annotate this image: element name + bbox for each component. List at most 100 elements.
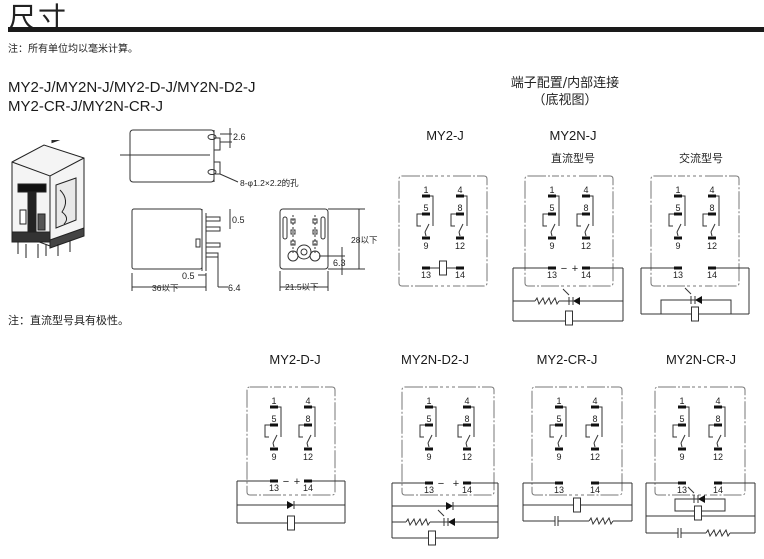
terminal-14-label: 14 [590, 485, 600, 495]
terminal-4-label: 4 [464, 396, 469, 406]
switch-contact-left [557, 434, 563, 444]
wire [550, 231, 553, 237]
switch-contact-right [716, 434, 722, 444]
diode-icon [287, 501, 294, 509]
base-offset-label: 0.5 [182, 271, 195, 281]
terminal-14-pad [456, 266, 464, 270]
terminal-13-pad [270, 479, 278, 483]
terminal-1-label: 1 [423, 185, 428, 195]
plus-sign: + [572, 263, 578, 275]
terminal-14-label: 14 [713, 485, 723, 495]
terminal-5-pad [270, 423, 278, 427]
pin-length-label: 6.4 [228, 283, 241, 293]
terminal-13-label: 13 [269, 483, 279, 493]
terminal-14-pad [714, 481, 722, 485]
terminal-12-label: 12 [303, 452, 313, 462]
terminal-section-title: 端子配置/内部连接 [510, 76, 620, 91]
terminal-1-label: 1 [549, 185, 554, 195]
terminal-14-label: 14 [462, 485, 472, 495]
terminal-4-label: 4 [715, 396, 720, 406]
contact-left-wiring [542, 195, 560, 227]
switch-contact-left [680, 434, 686, 444]
terminal-1-pad [555, 405, 563, 409]
pin-pitch-label: 6.3 [333, 258, 346, 268]
wire [272, 442, 275, 448]
terminal-13-label: 13 [673, 270, 683, 280]
terminal-8-pad [582, 212, 590, 216]
terminal-4-pad [714, 405, 722, 409]
switch-contact-left [427, 434, 433, 444]
terminal-9-pad [674, 236, 682, 240]
terminal-section-subtitle: （底视图） [532, 93, 598, 108]
wire [458, 231, 461, 237]
terminal-12-label: 12 [455, 241, 465, 251]
terminal-9-pad [270, 447, 278, 451]
coil-icon [287, 515, 295, 531]
switch-contact-right [465, 434, 471, 444]
terminal-4-pad [304, 405, 312, 409]
terminal-12-pad [708, 236, 716, 240]
terminal-13-pad [555, 481, 563, 485]
terminal-8-pad [708, 212, 716, 216]
terminal-1-label: 1 [675, 185, 680, 195]
terminal-1-label: 1 [679, 396, 684, 406]
terminal-12-label: 12 [581, 241, 591, 251]
terminal-5-label: 5 [556, 414, 561, 424]
terminal-4-label: 4 [457, 185, 462, 195]
housing-outline [524, 175, 614, 287]
wire [716, 442, 719, 448]
wire [306, 442, 309, 448]
polarity-note: 注：直流型号具有极性。 [8, 314, 129, 327]
terminal-4-pad [456, 194, 464, 198]
housing-outline [401, 386, 495, 496]
model-list: MY2-J/MY2N-J/MY2-D-J/MY2N-D2-J MY2-CR-J/… [8, 78, 256, 116]
diagram-label-my2n-d2-j: MY2N-D2-J [401, 352, 469, 367]
housing-outline [650, 175, 740, 287]
terminal-5-pad [422, 212, 430, 216]
terminal-4-pad [463, 405, 471, 409]
contact-left-wiring [549, 406, 567, 438]
resistor-icon [534, 296, 560, 306]
terminal-14-label: 14 [303, 483, 313, 493]
terminal-13-label: 13 [424, 485, 434, 495]
terminal-4-label: 4 [592, 396, 597, 406]
housing-gap [569, 386, 584, 496]
title-rule [8, 27, 764, 32]
diagram-sublabel-ac: 交流型号 [679, 152, 723, 165]
minus-sign: − [283, 476, 289, 488]
contact-left-wiring [668, 195, 686, 227]
switch-contact-right [306, 434, 312, 444]
terminal-9-pad [425, 447, 433, 451]
housing-gap [692, 386, 707, 496]
terminal-9-label: 9 [675, 241, 680, 251]
contact-left-wiring [264, 406, 282, 438]
housing-outline [654, 386, 746, 496]
terminal-12-label: 12 [713, 452, 723, 462]
terminal-14-label: 14 [581, 270, 591, 280]
terminal-8-pad [456, 212, 464, 216]
terminal-12-pad [714, 447, 722, 451]
led-light-arrow [437, 509, 445, 517]
terminal-12-pad [463, 447, 471, 451]
contact-right-wiring [585, 406, 603, 438]
terminal-14-pad [304, 479, 312, 483]
housing-outline [531, 386, 623, 496]
length-label: 36以下 [152, 283, 179, 293]
model-list-line-2: MY2-CR-J/MY2N-CR-J [8, 98, 163, 115]
terminal-12-pad [591, 447, 599, 451]
terminal-1-pad [270, 405, 278, 409]
contact-left-wiring [672, 406, 690, 438]
terminal-8-label: 8 [715, 414, 720, 424]
terminal-9-pad [678, 447, 686, 451]
terminal-12-pad [304, 447, 312, 451]
coil-icon [694, 505, 702, 521]
led-icon [573, 297, 580, 305]
diagram-label-my2-cr-j: MY2-CR-J [536, 352, 598, 367]
switch-contact-right [710, 223, 716, 233]
switch-contact-left [550, 223, 556, 233]
switch-contact-left [424, 223, 430, 233]
hole-spec-label: 8-φ1.2×2.2的孔 [240, 178, 299, 188]
